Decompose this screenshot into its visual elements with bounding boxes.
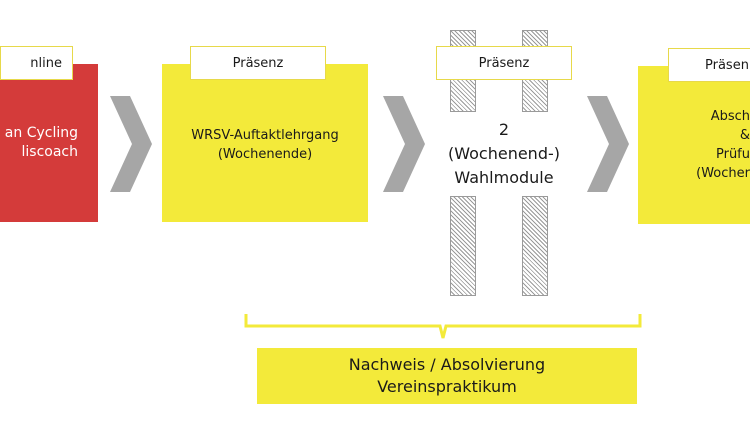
arrow-right-icon [110,96,152,192]
praktikum-box [257,348,637,404]
arrow-right-icon [587,96,629,192]
stage-abschluss-tag: Präsen [668,48,750,82]
stage-wahlmodule-text: 2 (Wochenend-) Wahlmodule [448,120,560,187]
module-pillar-right-bottom [522,196,548,296]
stage-auftakt-tag: Präsenz [190,46,326,80]
stage-online-box [0,64,98,222]
praktikum-text: Nachweis / Absolvierung Vereinspraktikum [348,355,546,396]
stage-online-tag: nline [0,46,73,80]
stage-wahlmodule-tag: Präsenz [436,46,572,80]
stage-auftakt-box [162,64,368,222]
brace-bracket [244,314,642,339]
stage-abschluss-box [638,66,750,224]
module-pillar-left-bottom [450,196,476,296]
arrow-right-icon [383,96,425,192]
stage-abschluss-text: Absch & Prüfu (Wocher [696,109,750,181]
stage-auftakt-text: WRSV-Auftaktlehrgang (Wochenende) [191,128,339,162]
stage-online-text: an Cycling liscoach [4,125,78,160]
